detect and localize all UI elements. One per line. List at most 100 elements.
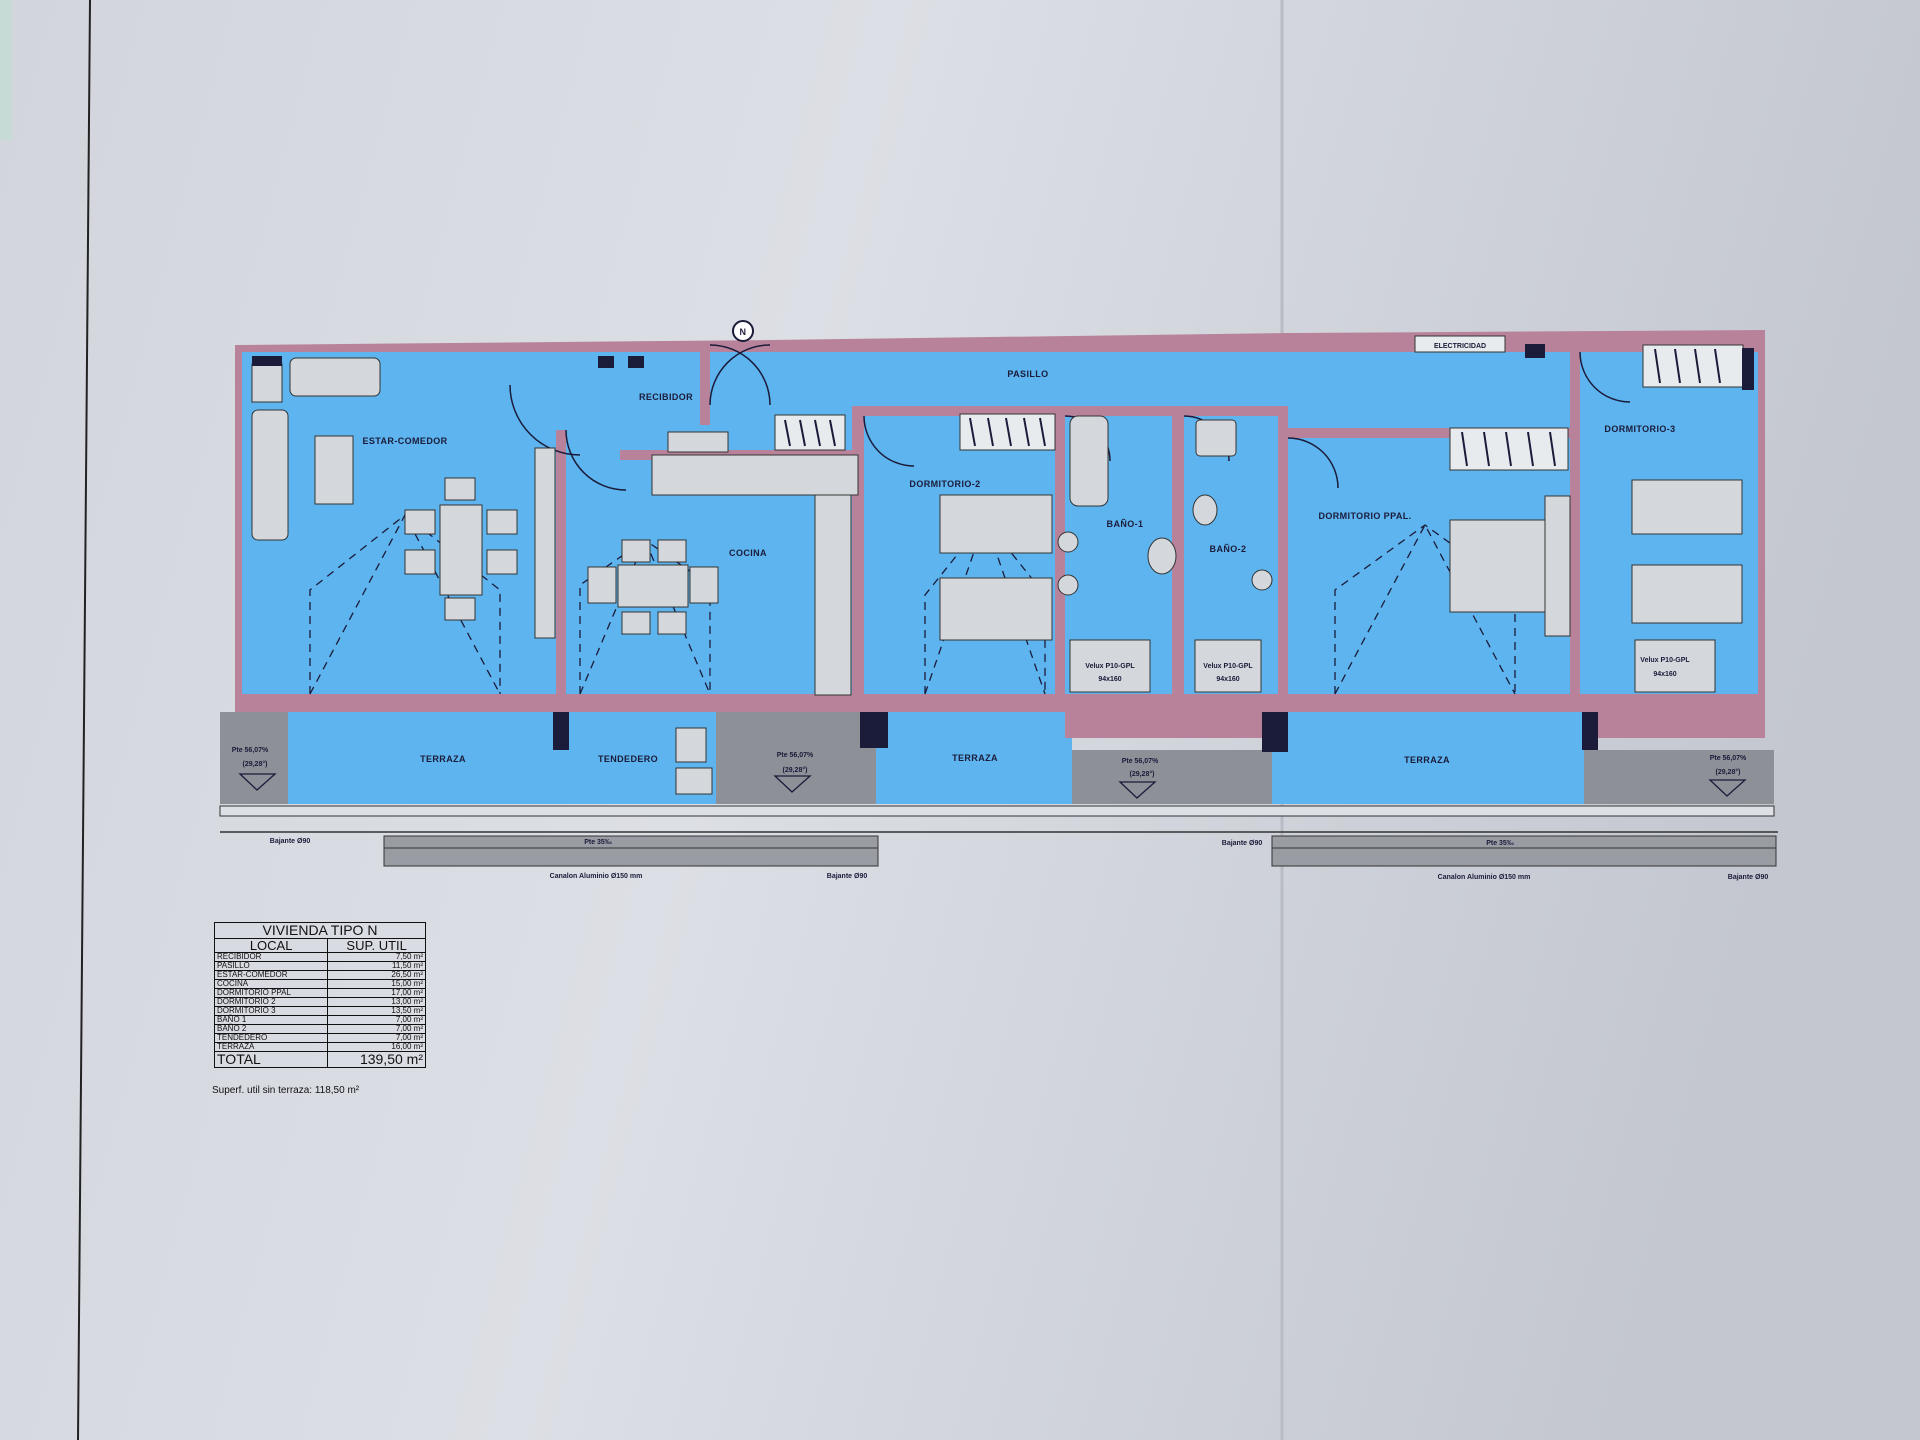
chair-2: [404, 549, 436, 575]
canalon-1: [383, 835, 879, 867]
bajante-4-label: Bajante Ø90: [1728, 874, 1769, 881]
hanger: [1005, 417, 1012, 447]
chair-c2: [689, 566, 719, 604]
door-swing-entrance-right: [709, 344, 771, 406]
chair-c3: [621, 539, 651, 563]
total-label: TOTAL: [213, 1051, 329, 1068]
wall-estar-cocina: [556, 430, 566, 700]
area-table: VIVIENDA TIPO N LOCAL SUP. UTIL RECIBIDO…: [213, 922, 426, 1068]
radiator: [598, 356, 614, 368]
room-label-dorm3: DORMITORIO-3: [1604, 424, 1675, 434]
slope-area-3: [1072, 750, 1272, 804]
floor-plan: ELECTRICIDAD N ESTAR-COMEDOR RECIBIDOR P…: [219, 320, 1778, 881]
terrace-strip: [219, 712, 1778, 867]
area-table-title: VIVIENDA TIPO N: [214, 922, 426, 939]
bed-dorm3-b: [1631, 564, 1743, 624]
hanger: [987, 417, 994, 447]
wall-cocina-dorm2: [852, 406, 864, 700]
skylight-box-2: [1194, 639, 1262, 693]
footnote: Superf. util sin terraza: 118,50 m²: [212, 1085, 360, 1096]
wall-bano1-bano2: [1172, 406, 1184, 736]
hanger: [814, 419, 821, 447]
radiator: [1525, 344, 1545, 358]
hanger: [1694, 348, 1701, 384]
canalon-1-label: Canalon Aluminio Ø150 mm: [550, 873, 643, 880]
bed-dorm3-a: [1631, 479, 1743, 535]
hanger: [1527, 431, 1534, 467]
sideboard: [534, 447, 556, 639]
chair-c1: [587, 566, 617, 604]
slope-area-4: [1584, 750, 1774, 804]
radiator: [628, 356, 644, 368]
bajante-2-label: Bajante Ø90: [1222, 840, 1263, 847]
hanger: [784, 419, 791, 447]
skylight-2-size: 94x160: [1216, 676, 1239, 683]
hanger: [1654, 348, 1661, 384]
wall-bano2-north: [1175, 406, 1287, 416]
skylight-box-3: [1634, 639, 1716, 693]
room-label-dorm2: DORMITORIO-2: [909, 479, 980, 489]
laundry-sink: [675, 767, 713, 795]
sink-bano2: [1192, 494, 1218, 526]
slope-4-area: (29,28°): [1716, 768, 1741, 776]
total-value: 139,50 m²: [327, 1051, 426, 1068]
downpipe-1: [553, 712, 569, 750]
door-swing-entrance-left: [709, 344, 771, 406]
hanger: [1023, 417, 1030, 447]
door-swing-cocina: [565, 429, 627, 491]
skylight-box-1: [1069, 639, 1151, 693]
room-label-pasillo: PASILLO: [1007, 369, 1048, 379]
shower-bano2: [1195, 419, 1237, 457]
skylight-2-name: Velux P10-GPL: [1203, 663, 1253, 670]
slope-1-area: (29,28°): [243, 760, 268, 768]
interior-walls: [235, 342, 1765, 738]
radiator: [252, 356, 282, 366]
chair-6: [444, 597, 476, 621]
pte-1-label: Pte 35‰: [584, 839, 612, 846]
room-label-tendedero: TENDEDERO: [598, 754, 658, 764]
chair-c5: [621, 611, 651, 635]
counter-east: [814, 494, 852, 696]
slope-3-area: (29,28°): [1130, 770, 1155, 778]
hanger: [829, 419, 836, 447]
slope-1-arrow-icon: [238, 773, 277, 791]
canalon-2-label: Canalon Aluminio Ø150 mm: [1438, 874, 1531, 881]
downpipe-4: [1582, 712, 1598, 750]
bajante-3-label: Bajante Ø90: [827, 873, 868, 880]
room-label-dormppal: DORMITORIO PPAL.: [1318, 511, 1411, 521]
area-table-col-sup: SUP. UTIL: [327, 938, 426, 953]
area-table-col-local: LOCAL: [213, 938, 329, 953]
chair-4: [486, 549, 518, 575]
hanger: [1505, 431, 1512, 467]
hanger: [1714, 348, 1721, 384]
slope-1-pct: Pte 56,07%: [232, 747, 269, 754]
coffee-table: [314, 435, 354, 505]
electricity-box: [1414, 335, 1506, 353]
chair-3: [486, 509, 518, 535]
north-mark: N: [740, 327, 747, 337]
room-label-estar: ESTAR-COMEDOR: [362, 436, 447, 446]
slope-4-arrow-icon: [1708, 779, 1747, 797]
wall-dormppal-dorm3: [1570, 342, 1580, 700]
counter-north: [651, 454, 859, 496]
wall-dormppal-north: [1280, 428, 1580, 438]
wall-bano1-north: [1060, 406, 1180, 416]
slope-area-1: [220, 712, 288, 804]
kitchen-island: [667, 431, 729, 453]
sink-bano1: [1147, 537, 1177, 575]
downpipe-3: [1262, 712, 1288, 752]
skylight-3-name: Velux P10-GPL: [1640, 657, 1690, 664]
hanger: [799, 419, 806, 447]
double-bed: [1449, 519, 1561, 613]
slope-3-arrow-icon: [1118, 781, 1157, 799]
room-label-cocina: COCINA: [729, 548, 767, 558]
page-margin-line: [77, 0, 91, 1440]
gutter-band: [219, 805, 1775, 817]
wardrobe-hangers: [784, 348, 1721, 467]
radiator: [1742, 348, 1754, 390]
bed-dorm2-a: [939, 494, 1053, 554]
